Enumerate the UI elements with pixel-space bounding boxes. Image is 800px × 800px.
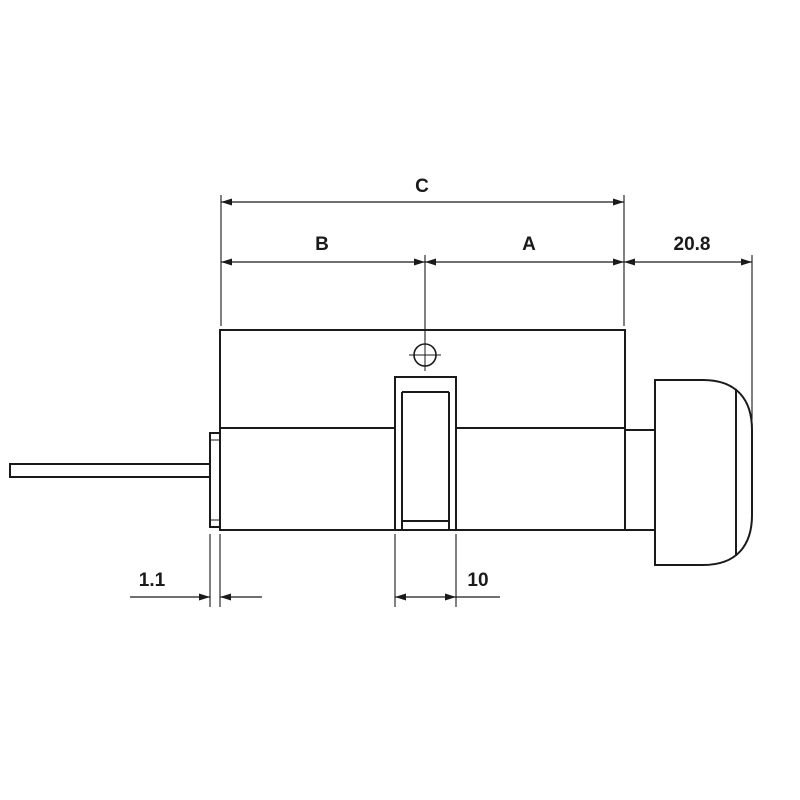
arrowhead-c-right <box>613 198 624 206</box>
arrowhead-c-left <box>221 198 232 206</box>
dimension-label-knob-depth: 20.8 <box>674 234 711 255</box>
plug-cap <box>209 432 221 528</box>
arrowhead-knob-left <box>624 258 635 266</box>
arrowhead-cam-left <box>395 593 406 601</box>
rod-outline <box>9 463 211 478</box>
dimension-label-cap-protrusion: 1.1 <box>139 570 166 591</box>
dimension-b: B <box>221 234 426 340</box>
arrowhead-cam-right <box>445 593 456 601</box>
dimension-c: C <box>220 176 625 326</box>
arrowhead-knob-right <box>741 258 752 266</box>
cam-slot <box>394 376 457 531</box>
arrowhead-cap-left <box>199 593 210 601</box>
dimension-label-cam-width: 10 <box>467 570 488 591</box>
arrowhead-b-right <box>414 258 425 266</box>
cam-outer-outline <box>394 376 457 531</box>
arrowhead-a-right <box>613 258 624 266</box>
dimension-cap-protrusion: 1.1 <box>130 534 262 607</box>
arrowhead-a-left <box>425 258 436 266</box>
thumbturn-knob <box>625 379 753 566</box>
knob-outline <box>654 379 753 566</box>
plug-cap-outline <box>209 432 221 528</box>
dimension-cam-width: 10 <box>394 534 500 607</box>
fixing-screw-hole <box>409 339 441 371</box>
dimension-knob-depth: 20.8 <box>624 234 753 420</box>
connecting-rod <box>9 463 211 478</box>
dimension-label-a: A <box>522 234 536 255</box>
dimension-label-c: C <box>415 176 429 197</box>
dimension-label-b: B <box>315 234 329 255</box>
arrowhead-b-left <box>221 258 232 266</box>
dimension-a: A <box>425 234 624 266</box>
arrowhead-cap-right <box>220 593 231 601</box>
